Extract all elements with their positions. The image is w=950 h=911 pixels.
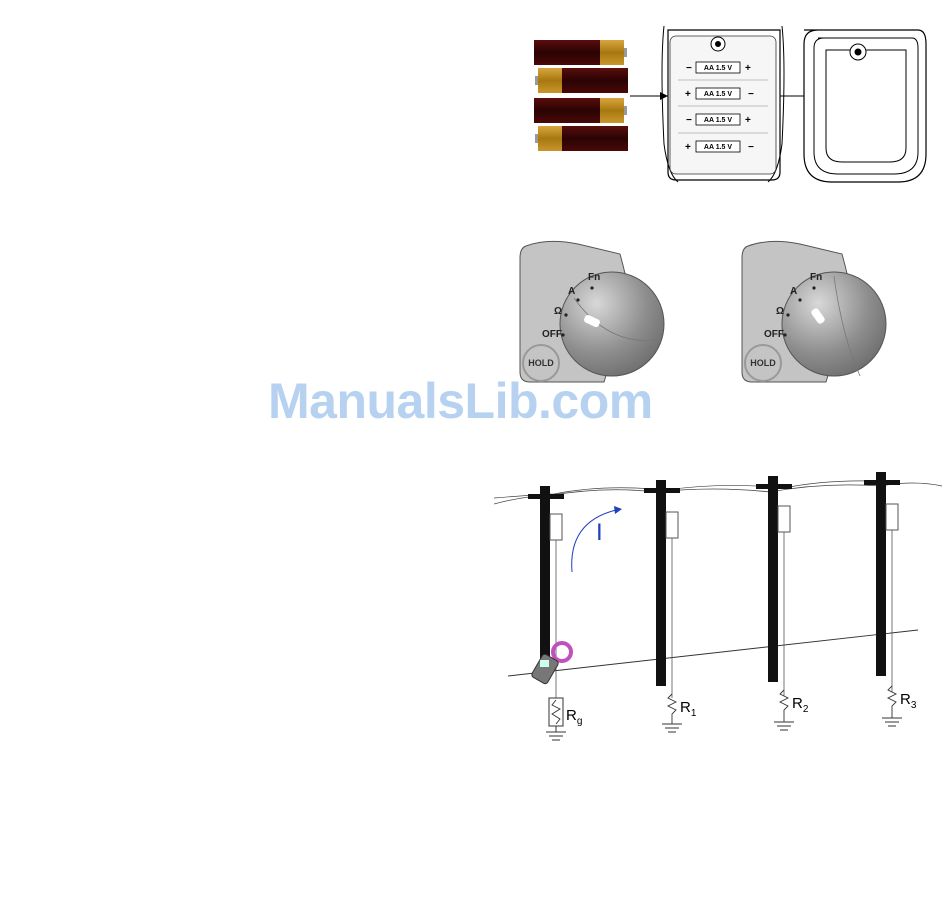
svg-text:R1: R1 bbox=[680, 699, 697, 719]
svg-text:R2: R2 bbox=[792, 695, 809, 715]
svg-text:Rg: Rg bbox=[566, 707, 582, 727]
r2-base: R bbox=[792, 695, 803, 712]
resistor-rg: Rg bbox=[546, 698, 582, 740]
position-fn: Fn bbox=[810, 272, 822, 283]
position-ohm: Ω bbox=[776, 306, 784, 317]
utility-pole-4 bbox=[864, 472, 900, 692]
svg-text:+: + bbox=[685, 142, 691, 153]
r1-base: R bbox=[680, 699, 691, 716]
position-ohm: Ω bbox=[554, 306, 562, 317]
svg-text:−: − bbox=[686, 63, 692, 74]
position-off: OFF bbox=[764, 329, 784, 340]
loose-battery-2 bbox=[535, 68, 628, 93]
resistor-r1: R1 bbox=[662, 694, 697, 732]
position-off: OFF bbox=[542, 329, 562, 340]
clamp-meter-icon bbox=[531, 643, 571, 685]
position-amp: A bbox=[568, 286, 575, 297]
svg-text:−: − bbox=[748, 89, 754, 100]
svg-text:+: + bbox=[745, 63, 751, 74]
hold-label: HOLD bbox=[528, 358, 554, 368]
cell-label-1: AA 1.5 V bbox=[704, 65, 732, 72]
cell-label-2: AA 1.5 V bbox=[704, 91, 732, 98]
pole-grounding-figure: I Rg R1 R2 R3 bbox=[494, 466, 944, 756]
rg-base: R bbox=[566, 707, 577, 724]
loose-battery-1 bbox=[534, 40, 627, 65]
position-fn: Fn bbox=[588, 272, 600, 283]
r3-base: R bbox=[900, 691, 911, 708]
utility-pole-2 bbox=[644, 480, 680, 698]
cell-label-4: AA 1.5 V bbox=[704, 144, 732, 151]
battery-installation-figure: AA 1.5 V − + AA 1.5 V + − AA 1.5 V − + AA 1… bbox=[528, 24, 938, 186]
battery-cover bbox=[804, 30, 926, 182]
svg-text:R3: R3 bbox=[900, 691, 917, 711]
position-amp: A bbox=[790, 286, 797, 297]
svg-text:−: − bbox=[686, 115, 692, 126]
loose-battery-3 bbox=[534, 98, 627, 123]
r1-sub: 1 bbox=[691, 708, 697, 719]
rotary-dial-figure: HOLD OFF Ω A Fn HOLD OFF Ω A Fn bbox=[508, 236, 903, 394]
r2-sub: 2 bbox=[803, 704, 809, 715]
dial-left: HOLD OFF Ω A Fn bbox=[520, 241, 664, 382]
rg-sub: g bbox=[577, 716, 583, 727]
dial-right: HOLD OFF Ω A Fn bbox=[742, 241, 886, 382]
loose-battery-4 bbox=[535, 126, 628, 151]
watermark-text: ManualsLib.com bbox=[268, 372, 698, 430]
battery-compartment-open: AA 1.5 V − + AA 1.5 V + − AA 1.5 V − + AA 1… bbox=[662, 26, 784, 182]
hold-label: HOLD bbox=[750, 358, 776, 368]
svg-text:+: + bbox=[745, 115, 751, 126]
svg-text:+: + bbox=[685, 89, 691, 100]
current-arrow bbox=[572, 510, 616, 572]
current-label: I bbox=[596, 519, 603, 546]
cell-label-3: AA 1.5 V bbox=[704, 117, 732, 124]
svg-text:−: − bbox=[748, 142, 754, 153]
r3-sub: 3 bbox=[911, 700, 917, 711]
resistor-r3: R3 bbox=[882, 686, 917, 726]
resistor-r2: R2 bbox=[774, 690, 809, 730]
utility-pole-3 bbox=[756, 476, 792, 696]
